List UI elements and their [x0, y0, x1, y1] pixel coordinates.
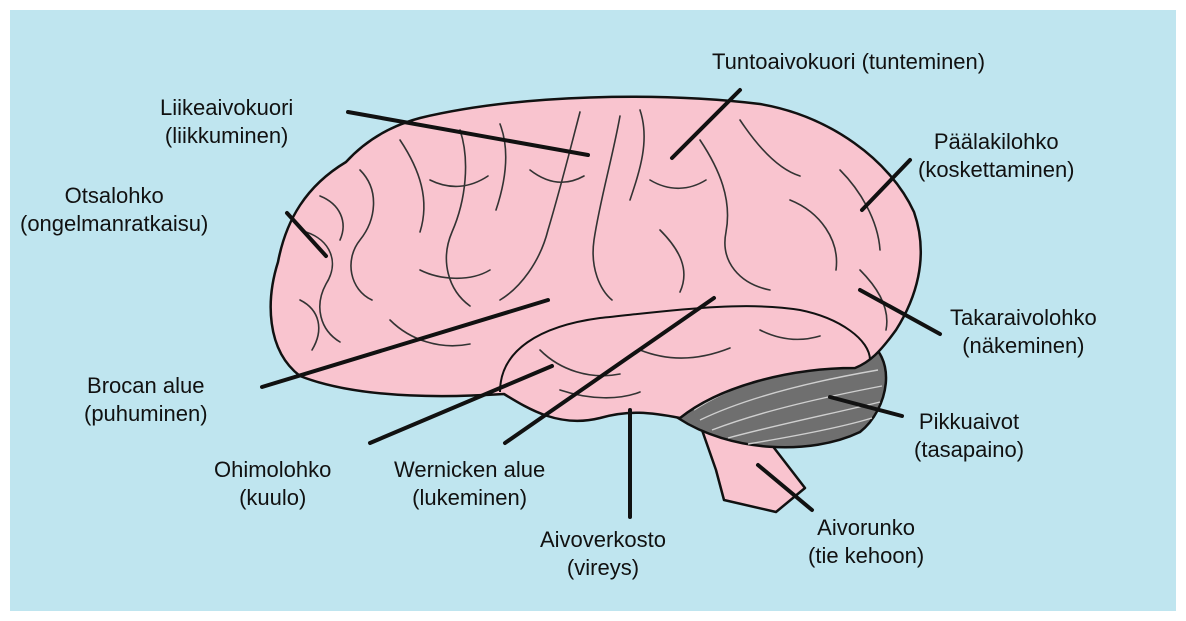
label-aivorunko: Aivorunko (tie kehoon): [808, 514, 924, 570]
label-aivorunko-function: (tie kehoon): [808, 542, 924, 570]
label-takaraivolohko-function: (näkeminen): [950, 332, 1097, 360]
label-pikkuaivot-name: Pikkuaivot: [914, 408, 1024, 436]
label-tuntoaivokuori: Tuntoaivokuori (tunteminen): [712, 48, 985, 76]
label-liikeaivokuori-function: (liikkuminen): [160, 122, 293, 150]
label-ohimolohko: Ohimolohko (kuulo): [214, 456, 331, 512]
label-wernicken-alue-function: (lukeminen): [394, 484, 545, 512]
label-paalakilohko: Päälakilohko (koskettaminen): [918, 128, 1075, 184]
label-otsalohko: Otsalohko (ongelmanratkaisu): [20, 182, 208, 238]
label-brocan-alue-name: Brocan alue: [84, 372, 208, 400]
label-ohimolohko-function: (kuulo): [214, 484, 331, 512]
label-aivoverkosto: Aivoverkosto (vireys): [540, 526, 666, 582]
label-otsalohko-name: Otsalohko: [20, 182, 208, 210]
label-paalakilohko-name: Päälakilohko: [918, 128, 1075, 156]
label-wernicken-alue: Wernicken alue (lukeminen): [394, 456, 545, 512]
label-takaraivolohko-name: Takaraivolohko: [950, 304, 1097, 332]
label-brocan-alue: Brocan alue (puhuminen): [84, 372, 208, 428]
label-ohimolohko-name: Ohimolohko: [214, 456, 331, 484]
label-aivorunko-name: Aivorunko: [808, 514, 924, 542]
label-pikkuaivot: Pikkuaivot (tasapaino): [914, 408, 1024, 464]
label-aivoverkosto-name: Aivoverkosto: [540, 526, 666, 554]
label-liikeaivokuori-name: Liikeaivokuori: [160, 94, 293, 122]
label-pikkuaivot-function: (tasapaino): [914, 436, 1024, 464]
label-wernicken-alue-name: Wernicken alue: [394, 456, 545, 484]
label-aivoverkosto-function: (vireys): [540, 554, 666, 582]
label-tuntoaivokuori-name: Tuntoaivokuori (tunteminen): [712, 48, 985, 76]
label-liikeaivokuori: Liikeaivokuori (liikkuminen): [160, 94, 293, 150]
label-otsalohko-function: (ongelmanratkaisu): [20, 210, 208, 238]
label-brocan-alue-function: (puhuminen): [84, 400, 208, 428]
label-paalakilohko-function: (koskettaminen): [918, 156, 1075, 184]
label-takaraivolohko: Takaraivolohko (näkeminen): [950, 304, 1097, 360]
